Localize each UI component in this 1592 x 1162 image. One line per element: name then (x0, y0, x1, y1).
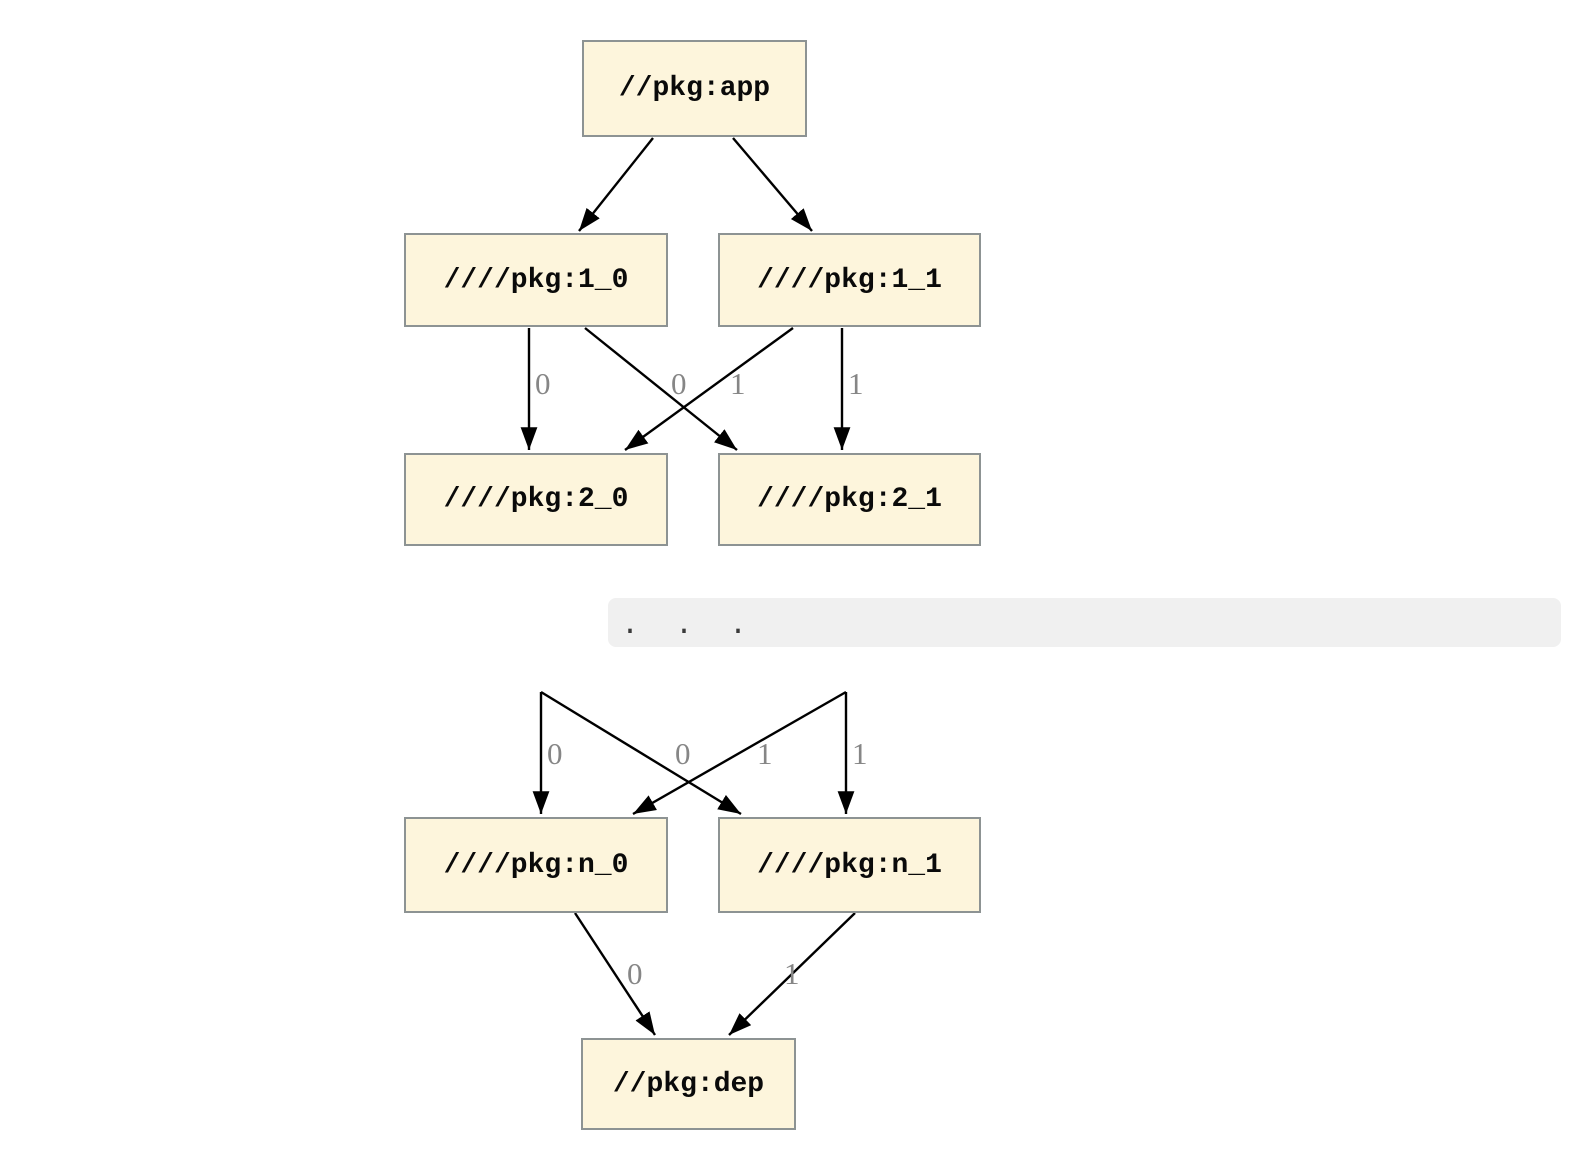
dependency-edge (578, 137, 654, 232)
edge-label: 0 (627, 956, 643, 991)
graph-node-dep: //pkg:dep (581, 1038, 796, 1130)
graph-node-label: ////pkg:1_0 (443, 264, 629, 296)
edge-label: 0 (547, 736, 563, 771)
graph-node-label: ////pkg:1_1 (757, 264, 942, 296)
graph-node-label: //pkg:dep (612, 1068, 765, 1100)
edge-label: 0 (671, 366, 687, 401)
edge-label: 0 (535, 366, 551, 401)
graph-node-label: //pkg:app (618, 73, 771, 104)
edge-label: 1 (852, 736, 868, 771)
dependency-edge (632, 690, 847, 816)
graph-node-pkg2-0: ////pkg:2_0 (404, 453, 668, 546)
dependency-edge (540, 690, 742, 816)
dependency-edge (573, 912, 657, 1036)
graph-node-label: ////pkg:2_0 (443, 484, 629, 515)
graph-node-pkgn-1: ////pkg:n_1 (718, 817, 981, 913)
edge-label: 1 (848, 366, 864, 401)
dependency-edge (728, 912, 856, 1036)
edge-label: 1 (784, 956, 800, 991)
graph-node-pkg1-1: ////pkg:1_1 (718, 233, 981, 327)
edge-label: 0 (675, 736, 691, 771)
ellipsis-code-block: . . . (608, 598, 1561, 647)
dependency-edge (732, 137, 813, 232)
graph-node-app: //pkg:app (582, 40, 807, 137)
graph-node-pkg2-1: ////pkg:2_1 (718, 453, 981, 546)
dependency-edge (624, 327, 794, 451)
graph-node-label: ////pkg:n_0 (443, 849, 629, 881)
graph-node-label: ////pkg:n_1 (757, 849, 942, 881)
edge-label: 1 (757, 736, 773, 771)
edge-label: 1 (730, 366, 746, 401)
graph-node-pkgn-0: ////pkg:n_0 (404, 817, 668, 913)
graph-node-pkg1-0: ////pkg:1_0 (404, 233, 668, 327)
ellipsis-dots: . . . (621, 609, 748, 643)
dependency-edge (584, 327, 738, 451)
graph-node-label: ////pkg:2_1 (757, 484, 942, 515)
